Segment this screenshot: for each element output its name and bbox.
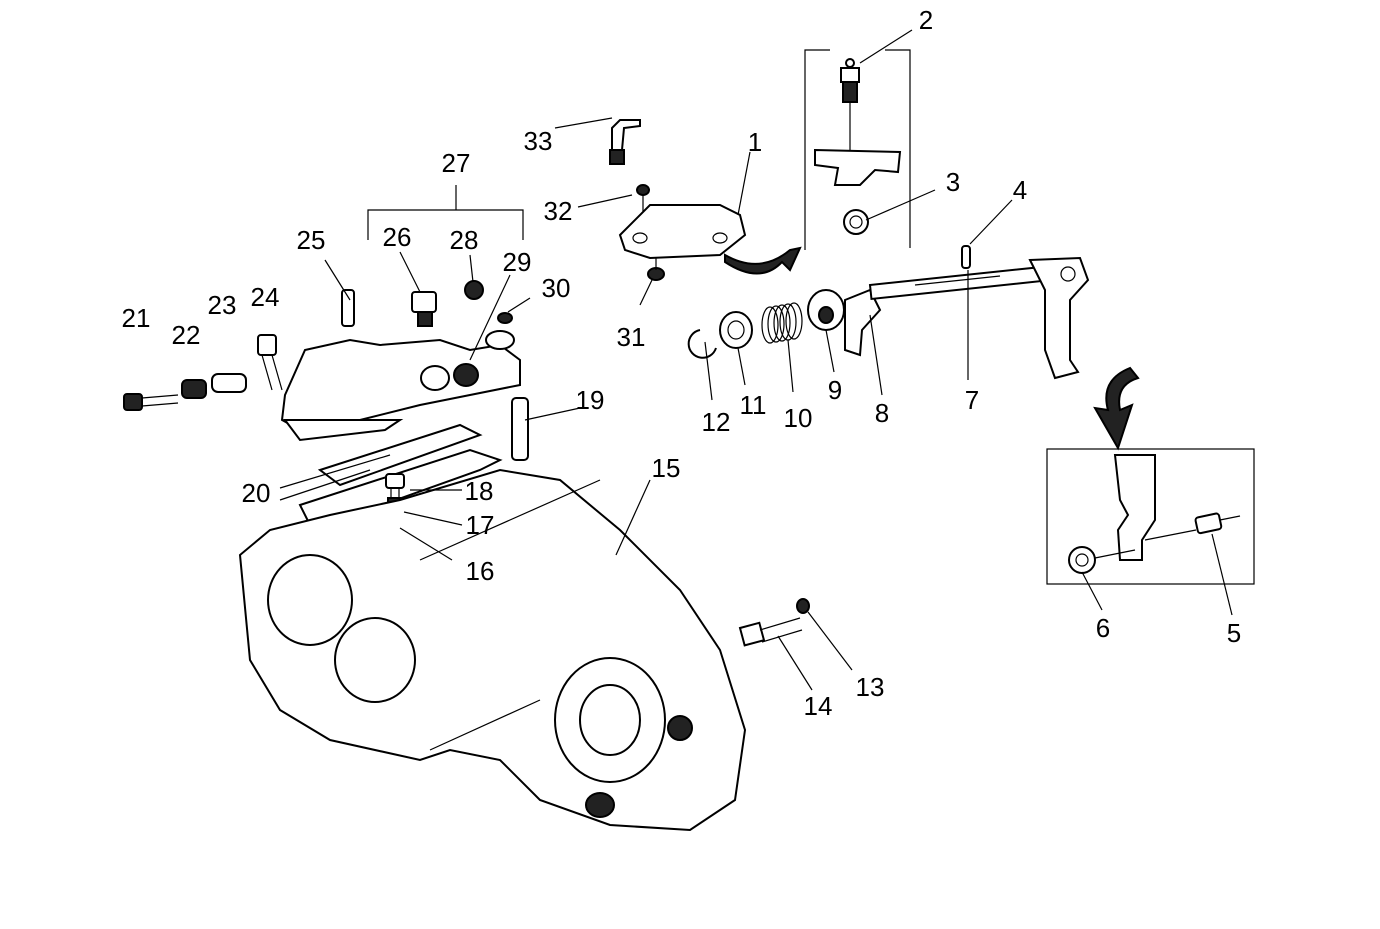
callout-14: 14 <box>803 691 833 721</box>
spring-part-22 <box>181 379 207 399</box>
callout-18: 18 <box>464 476 494 506</box>
bracket-inset-top <box>814 148 902 186</box>
plug-part-28 <box>464 280 484 300</box>
callout-13: 13 <box>855 672 885 702</box>
selector-housing-part-27 <box>280 330 521 442</box>
washer-part-13 <box>796 598 810 614</box>
callout-29: 29 <box>502 247 532 277</box>
callout-26: 26 <box>382 222 412 252</box>
callout-11: 11 <box>739 390 767 420</box>
collar-part-9 <box>807 289 845 331</box>
callout-30: 30 <box>541 273 571 303</box>
callout-6: 6 <box>1095 613 1111 643</box>
arrow-plate-to-inset <box>724 246 802 275</box>
callout-5: 5 <box>1226 618 1242 648</box>
pin-part-25 <box>341 289 355 327</box>
transmission-case-part-15 <box>238 468 747 832</box>
washer-part-11 <box>719 311 753 349</box>
callout-28: 28 <box>449 225 479 255</box>
arrow-shaft-to-inset <box>1093 366 1140 451</box>
callout-22: 22 <box>171 320 201 350</box>
arm-inset-bottom <box>1113 454 1156 561</box>
callout-9: 9 <box>827 375 843 405</box>
callout-23: 23 <box>207 290 237 320</box>
callout-4: 4 <box>1012 175 1028 205</box>
callout-32: 32 <box>543 196 573 226</box>
callout-31: 31 <box>616 322 646 352</box>
callout-21: 21 <box>121 303 151 333</box>
inset-box-bottom-right <box>1046 448 1255 585</box>
circlip-part-12 <box>687 329 717 359</box>
seal-part-30 <box>497 312 513 324</box>
part-33-fitting <box>609 119 641 165</box>
bolt-part-24 <box>257 334 283 391</box>
cover-plate-part-1 <box>618 204 747 260</box>
tube-part-19 <box>511 397 529 461</box>
callout-24: 24 <box>250 282 280 312</box>
plunger-part-23 <box>211 373 247 393</box>
part-32-washer <box>636 184 650 212</box>
callout-8: 8 <box>874 398 890 428</box>
callout-33: 33 <box>523 126 553 156</box>
callout-2: 2 <box>918 5 934 35</box>
callout-19: 19 <box>575 385 605 415</box>
callout-25: 25 <box>296 225 326 255</box>
spring-part-10 <box>761 302 803 344</box>
bolt-part-14 <box>738 617 803 647</box>
callout-10: 10 <box>783 403 813 433</box>
pin-part-4 <box>961 245 971 269</box>
shift-shaft-part-7 <box>868 256 1090 380</box>
part-31-bolt <box>647 258 665 281</box>
cap-part-26 <box>411 291 437 327</box>
callout-20: 20 <box>241 478 271 508</box>
sensor-part-5 <box>1144 512 1241 541</box>
callout-17: 17 <box>465 510 495 540</box>
callout-3: 3 <box>945 167 961 197</box>
callout-1: 1 <box>747 127 763 157</box>
nut-part-3 <box>843 209 869 235</box>
callout-27: 27 <box>441 148 471 178</box>
callout-15: 15 <box>651 453 681 483</box>
callout-16: 16 <box>465 556 495 586</box>
bolt-part-21 <box>123 393 179 411</box>
callout-12: 12 <box>701 407 731 437</box>
inset-box-top <box>804 49 911 250</box>
sensor-part-2 <box>840 58 860 162</box>
leader-lines <box>279 29 1233 691</box>
callout-7: 7 <box>964 385 980 415</box>
